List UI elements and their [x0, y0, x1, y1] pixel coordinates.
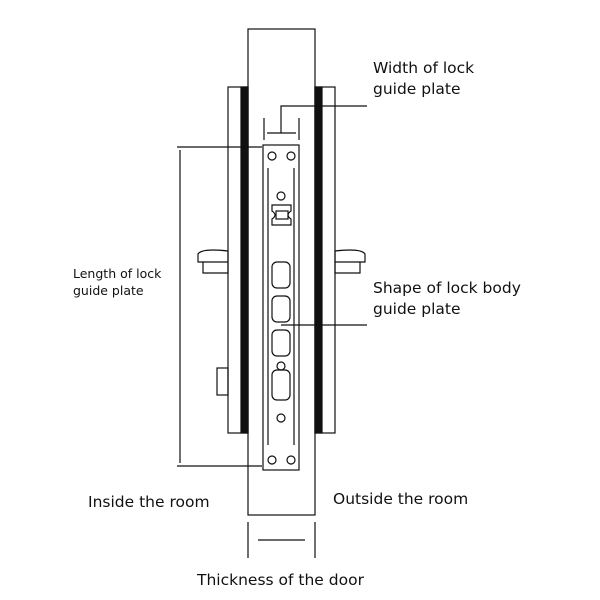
- opening-1: [271, 261, 291, 289]
- label-thickness-of-the-door: Thickness of the door: [197, 571, 364, 589]
- label-length-of-lock-guide-plate: Length of lock guide plate: [73, 266, 162, 298]
- door-edge: [247, 28, 316, 516]
- inside-lever-handle: [197, 249, 229, 274]
- inside-thumb-turn: [216, 367, 229, 396]
- outside-lever-handle: [334, 249, 366, 274]
- screw-top-left: [267, 151, 277, 161]
- outside-trim-inner: [314, 86, 323, 434]
- opening-2: [271, 295, 291, 323]
- opening-3: [271, 329, 291, 357]
- screw-upper-mid: [276, 191, 286, 201]
- label-outside-the-room: Outside the room: [333, 490, 469, 508]
- latch-slot: [275, 210, 289, 220]
- screw-bottom-right: [286, 455, 296, 465]
- label-shape-of-lock-body-guide-plate: Shape of lock body guide plate: [373, 279, 521, 318]
- lock-guide-plate: [262, 144, 300, 471]
- screw-bottom-left: [267, 455, 277, 465]
- opening-4-pin: [276, 361, 286, 371]
- inside-trim-inner: [240, 86, 249, 434]
- label-inside-the-room: Inside the room: [88, 493, 210, 511]
- screw-lower-mid: [276, 413, 286, 423]
- opening-4: [271, 369, 291, 401]
- label-width-of-lock-guide-plate: Width of lock guide plate: [373, 59, 475, 98]
- latch-bolt: [271, 204, 292, 226]
- screw-top-right: [286, 151, 296, 161]
- width-leader: [280, 105, 367, 133]
